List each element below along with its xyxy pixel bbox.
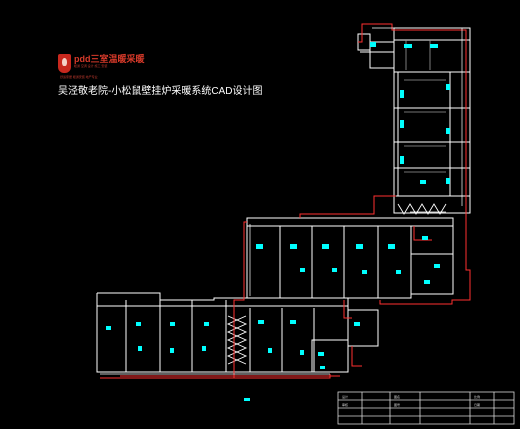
logo-tagline: 舒适家居 暖通安装 地产专业 [60,75,98,79]
radiators [106,42,450,401]
vertical-wing-walls [357,27,471,214]
middle-block-walls [246,217,454,299]
logo-text: pdd三室温暖采暖 [74,54,145,64]
stair-zigzag-bottom [226,315,248,365]
supply-pipes [100,23,471,379]
stair-zigzag-top [397,203,447,215]
title-block-cell: 日期 [474,403,481,407]
return-pipes [100,27,463,375]
flame-icon [58,54,71,73]
title-block-cell: 比例 [474,395,481,399]
company-logo: pdd三室温暖采暖 暖通 空调 设计 施工 安装 舒适家居 暖通安装 地产专业 [58,54,145,84]
title-block-cell: 审核 [342,403,349,407]
title-block [337,391,515,425]
lower-wing-walls [96,292,379,373]
vertical-wing-inner [404,40,446,173]
drawing-title: 吴泾敬老院-小松鼠壁挂炉采暖系统CAD设计图 [58,86,263,97]
title-block-cell: 图号 [394,403,401,407]
stair-zigzag-bottom-b [226,315,248,365]
logo-subtitle: 暖通 空调 设计 施工 安装 [74,64,108,68]
title-block-cell: 设计 [342,395,349,399]
title-block-cell: 图名 [394,395,401,399]
